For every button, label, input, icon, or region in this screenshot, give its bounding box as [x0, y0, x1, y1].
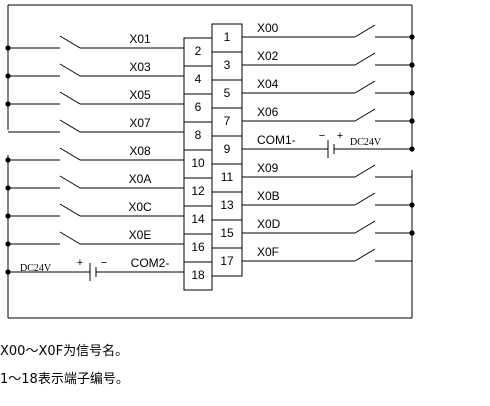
switch-blade [59, 91, 81, 105]
junction-dot [409, 118, 415, 124]
signal-label: X06 [257, 105, 279, 119]
note-terminal-numbers: 1～18表示端子编号。 [0, 372, 129, 387]
terminal-number: 3 [224, 58, 231, 72]
frame [7, 4, 413, 319]
terminal-number: 17 [220, 254, 234, 268]
junction-dot [5, 45, 11, 51]
junction-dot [409, 90, 415, 96]
switch-blade [59, 147, 81, 161]
junction-dot [409, 34, 415, 40]
signal-label: X07 [129, 116, 151, 130]
battery-plus: + [337, 130, 343, 142]
terminal-number: 11 [221, 170, 234, 184]
switch-blade [59, 119, 81, 133]
signal-label: X0C [128, 200, 152, 214]
switch-blade [354, 80, 376, 94]
switch-blade [354, 164, 376, 178]
switch-blade [354, 192, 376, 206]
terminal-number: 9 [224, 142, 231, 156]
circuit [5, 24, 415, 318]
junction-dot [409, 62, 415, 68]
signal-label: X0E [129, 228, 152, 242]
signal-label: X04 [257, 77, 279, 91]
signal-label: X01 [129, 32, 151, 46]
switch-blade [59, 175, 81, 189]
junction-dot [5, 73, 11, 79]
terminal-number: 4 [195, 72, 202, 86]
terminal-number: 6 [195, 100, 202, 114]
terminal-number: 12 [191, 184, 205, 198]
switch-blade [59, 203, 81, 217]
power-label-top: DC24V [350, 137, 382, 148]
terminal-number: 14 [191, 212, 205, 226]
junction-dot [409, 146, 415, 152]
switch-blade [354, 24, 376, 38]
signal-label: X0A [129, 172, 152, 186]
terminal-number: 13 [220, 198, 234, 212]
signal-label: X03 [129, 60, 151, 74]
terminal-number: 15 [220, 226, 234, 240]
wiring-diagram: 135791113151724681012141618X01X03X05X07X… [5, 4, 415, 319]
terminal-number: 16 [191, 240, 205, 254]
switch-blade [59, 231, 81, 245]
switch-blade [354, 108, 376, 122]
junction-dot [5, 101, 11, 107]
terminal-number: 8 [195, 128, 202, 142]
switch-blade [354, 248, 376, 262]
signal-label: X05 [129, 88, 151, 102]
signal-label: X02 [257, 49, 279, 63]
battery-plus: + [77, 257, 83, 269]
power-label-bottom: DC24V [20, 263, 52, 274]
signal-label: X09 [257, 161, 279, 175]
battery-minus: − [101, 257, 107, 269]
terminal-number: 7 [224, 114, 231, 128]
signal-label: X0F [257, 245, 279, 259]
terminal-number: 10 [191, 156, 205, 170]
terminal-number: 1 [224, 30, 231, 44]
switch-blade [59, 63, 81, 77]
signal-label: COM1- [257, 133, 296, 147]
terminal-number: 18 [191, 268, 205, 282]
signal-label: X0B [257, 189, 280, 203]
switch-blade [354, 52, 376, 66]
battery-minus: − [319, 130, 325, 142]
switch-blade [59, 35, 81, 49]
terminal-number: 5 [224, 86, 231, 100]
signal-label: X08 [129, 144, 151, 158]
note-signal-names: X00～X0F为信号名。 [0, 344, 129, 359]
signal-label: X00 [257, 21, 279, 35]
signal-label: X0D [257, 217, 281, 231]
signal-label: COM2- [131, 256, 170, 270]
switch-blade [354, 220, 376, 234]
labels: 135791113151724681012141618X01X03X05X07X… [20, 21, 382, 282]
terminal-number: 2 [195, 44, 202, 58]
